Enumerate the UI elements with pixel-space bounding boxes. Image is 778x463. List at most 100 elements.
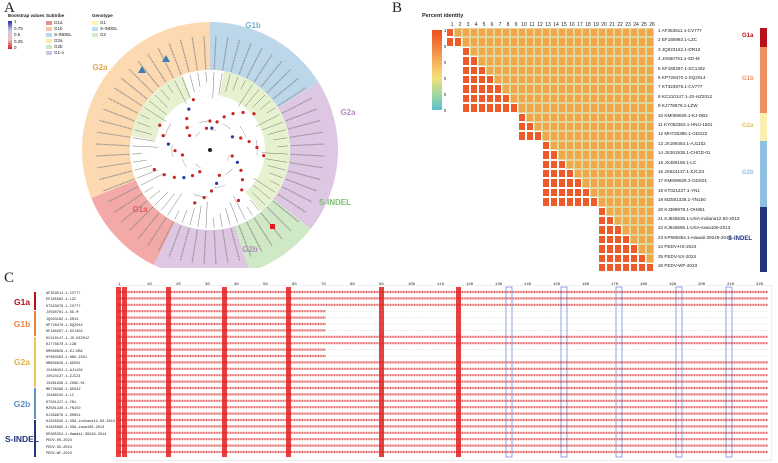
identity-cell bbox=[446, 216, 454, 226]
matrix-sequence-name: 1 AF353511.1-CV777 bbox=[658, 28, 702, 33]
identity-cell bbox=[470, 84, 478, 94]
identity-cell bbox=[550, 56, 558, 66]
tree-branch bbox=[144, 107, 167, 122]
identity-cell bbox=[478, 178, 486, 188]
identity-cell bbox=[454, 216, 462, 226]
identity-cell bbox=[478, 159, 486, 169]
genotype-item: G1 bbox=[92, 20, 106, 26]
identity-cell bbox=[622, 225, 630, 235]
tree-branch bbox=[181, 77, 191, 98]
identity-cell bbox=[638, 131, 646, 141]
genotype-swatch bbox=[92, 32, 98, 37]
identity-cell bbox=[518, 206, 526, 216]
subtribe-item: G1a bbox=[46, 20, 63, 26]
tree-branch bbox=[252, 192, 266, 206]
tree-branch bbox=[140, 114, 150, 120]
identity-cell bbox=[494, 225, 502, 235]
identity-cell bbox=[510, 253, 518, 263]
matrix-sequence-name: 2 EF185992.1-LZC bbox=[658, 37, 698, 43]
tree-inner-branch bbox=[226, 154, 230, 161]
identity-cell bbox=[574, 206, 582, 216]
alignment-group-label: S-INDEL bbox=[5, 434, 39, 445]
identity-cell bbox=[606, 140, 614, 151]
identity-cell bbox=[638, 93, 646, 104]
tree-leaf-label bbox=[99, 119, 132, 130]
conserved-column bbox=[116, 287, 121, 457]
tree-leaf-label bbox=[281, 186, 312, 203]
identity-cell bbox=[614, 122, 622, 132]
tree-inner-branch bbox=[222, 123, 231, 130]
identity-cell bbox=[462, 131, 470, 141]
identity-cell bbox=[630, 150, 638, 160]
identity-cell bbox=[646, 56, 654, 66]
identity-cell bbox=[614, 178, 622, 188]
tree-leaf-label bbox=[266, 68, 292, 94]
identity-cell bbox=[566, 112, 574, 122]
tree-branch bbox=[225, 74, 231, 93]
tree-leaf-label bbox=[238, 225, 252, 257]
identity-cell bbox=[550, 112, 558, 122]
tree-branch bbox=[277, 145, 288, 147]
identity-cell bbox=[462, 234, 470, 245]
identity-cell bbox=[470, 37, 478, 47]
identity-cell bbox=[454, 178, 462, 188]
tree-branch bbox=[265, 158, 288, 163]
percent-identity-scale bbox=[432, 30, 442, 110]
identity-cell bbox=[502, 234, 510, 245]
identity-cell bbox=[486, 140, 494, 151]
identity-cell bbox=[590, 131, 598, 141]
identity-cell bbox=[518, 46, 526, 57]
tree-leaf-label bbox=[96, 153, 130, 157]
identity-cell bbox=[550, 131, 558, 141]
matrix-column-number: 3 bbox=[466, 22, 470, 28]
identity-cell bbox=[454, 244, 462, 254]
identity-cell bbox=[598, 56, 606, 66]
bootstrap-dot bbox=[241, 110, 245, 115]
identity-cell bbox=[638, 216, 646, 226]
identity-cell bbox=[598, 187, 606, 198]
identity-cell bbox=[566, 140, 574, 151]
identity-cell bbox=[518, 216, 526, 226]
identity-cell bbox=[542, 93, 550, 104]
identity-cell bbox=[574, 131, 582, 141]
matrix-sequence-name: 7 KT323979.1-CV777 bbox=[658, 84, 703, 90]
identity-cell bbox=[502, 84, 510, 94]
identity-cell bbox=[446, 28, 454, 38]
identity-cell bbox=[454, 56, 462, 66]
tree-leaf-label bbox=[213, 230, 217, 264]
identity-cell bbox=[614, 37, 622, 47]
identity-cell bbox=[590, 112, 598, 122]
identity-cell bbox=[614, 187, 622, 198]
identity-cell bbox=[606, 112, 614, 122]
subtribe-label: G2b bbox=[54, 44, 63, 49]
identity-cell bbox=[510, 75, 518, 85]
identity-cell bbox=[566, 122, 574, 132]
identity-cell bbox=[526, 28, 534, 38]
identity-cell bbox=[534, 131, 542, 141]
identity-cell bbox=[462, 150, 470, 160]
identity-cell bbox=[582, 216, 590, 226]
tree-leaf-label bbox=[230, 39, 241, 72]
identity-cell bbox=[630, 225, 638, 235]
identity-cell bbox=[550, 65, 558, 75]
identity-cell bbox=[550, 234, 558, 245]
identity-cell bbox=[566, 197, 574, 207]
panel-c-label: C bbox=[4, 270, 15, 286]
subtribe-label: G2a bbox=[54, 38, 63, 43]
tree-leaf-label bbox=[137, 61, 160, 88]
tree-leaf-label bbox=[97, 131, 131, 138]
identity-cell bbox=[622, 56, 630, 66]
sector-label: G1b bbox=[245, 21, 261, 30]
identity-cell bbox=[518, 244, 526, 254]
identity-cell bbox=[590, 65, 598, 75]
identity-cell bbox=[614, 75, 622, 85]
identity-cell bbox=[638, 244, 646, 254]
identity-cell bbox=[566, 216, 574, 226]
identity-cell bbox=[598, 178, 606, 188]
identity-cell bbox=[566, 46, 574, 57]
matrix-column-number: 7 bbox=[498, 22, 502, 28]
identity-cell bbox=[534, 75, 542, 85]
identity-cell bbox=[622, 216, 630, 226]
identity-cell bbox=[606, 206, 614, 216]
bootstrap-dot bbox=[262, 154, 266, 158]
